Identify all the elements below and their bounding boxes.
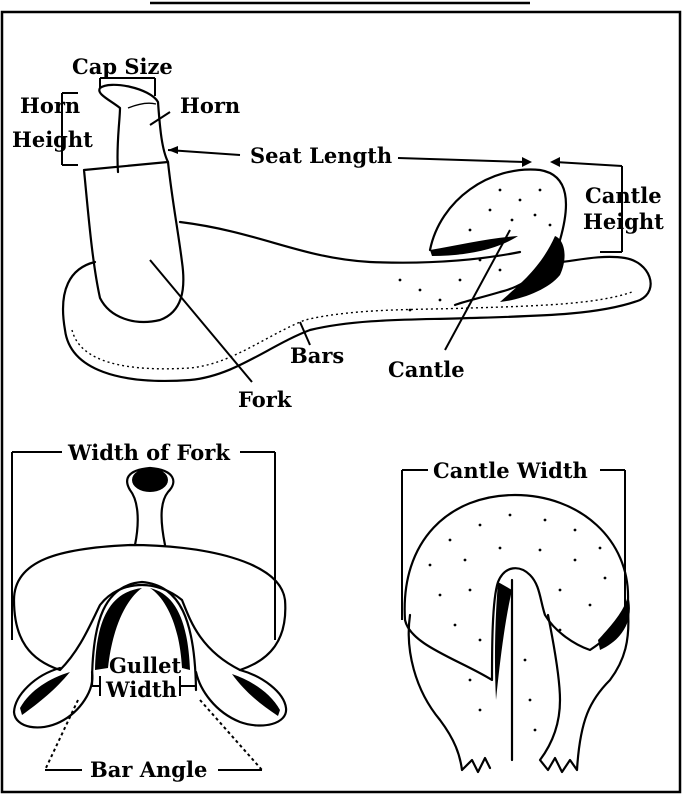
width-of-fork-label: Width of Fork xyxy=(67,440,230,465)
cantle-shadow xyxy=(500,236,565,302)
horn-shape xyxy=(99,85,168,172)
horn-height-label-line1: Horn xyxy=(20,93,80,118)
horn-label: Horn xyxy=(180,93,240,118)
seat-length-line-right xyxy=(398,158,525,162)
horn-height-label-line2: Height xyxy=(12,127,93,152)
seat-length-line-left xyxy=(168,150,240,155)
back-view-cantle xyxy=(402,470,630,772)
fork-swells xyxy=(14,545,285,670)
bars-outline xyxy=(63,257,651,381)
cantle-label: Cantle xyxy=(388,357,465,382)
bar-angle-right xyxy=(200,700,262,770)
cantle-height-bracket xyxy=(555,162,622,166)
front-view-fork xyxy=(12,452,286,770)
bar-angle-label: Bar Angle xyxy=(90,757,207,782)
fork-body xyxy=(84,162,183,322)
cantle-back-dots xyxy=(429,514,607,732)
bar-angle-left xyxy=(45,700,78,770)
gullet-width-label-line2: Width xyxy=(105,677,177,702)
fork-label: Fork xyxy=(238,387,292,412)
side-view-saddle-tree xyxy=(62,78,651,382)
seat-curve xyxy=(180,222,520,263)
cap-size-label: Cap Size xyxy=(72,54,173,79)
bars-stitching xyxy=(72,292,632,369)
cantle-disc xyxy=(405,495,628,680)
seat-length-label: Seat Length xyxy=(250,143,392,168)
cantle-height-label-line1: Cantle xyxy=(585,183,662,208)
fork-leader xyxy=(150,260,252,382)
cantle-width-label: Cantle Width xyxy=(433,458,588,483)
bars-label: Bars xyxy=(290,343,344,368)
front-horn-cap xyxy=(132,468,168,492)
gullet-width-label-line1: Gullet xyxy=(109,653,182,678)
frame xyxy=(2,3,680,792)
left-bar-foot xyxy=(14,668,92,727)
cantle-stem xyxy=(409,615,490,772)
cantle-height-label-line2: Height xyxy=(583,209,664,234)
